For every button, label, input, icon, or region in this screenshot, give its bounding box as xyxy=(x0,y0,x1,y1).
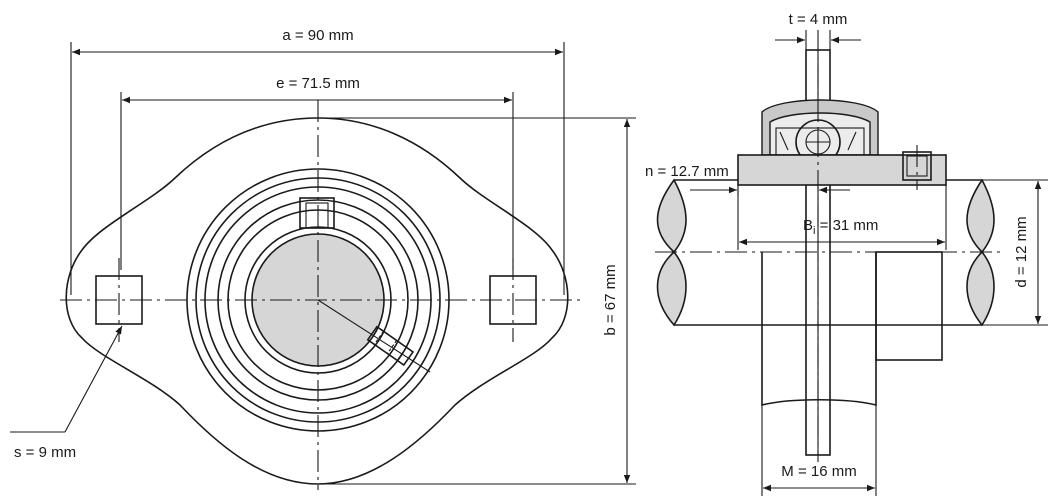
dimension-s-label: s = 9 mm xyxy=(14,444,76,461)
flange-outline xyxy=(65,117,569,485)
dimension-e-label: e = 71.5 mm xyxy=(276,75,360,92)
dimension-s: s = 9 mm xyxy=(10,325,123,461)
dimension-e: e = 71.5 mm xyxy=(120,75,514,270)
dimension-bi: Bi = 31 mm xyxy=(737,185,947,250)
side-view: t = 4 mm n = 12.7 mm Bi = 31 mm d = 12 m… xyxy=(645,11,1048,496)
insert-collar xyxy=(875,251,943,361)
dimension-a-label: a = 90 mm xyxy=(282,27,353,44)
dimension-t-label: t = 4 mm xyxy=(789,11,848,28)
dimension-d: d = 12 mm xyxy=(982,179,1048,326)
dimension-a: a = 90 mm xyxy=(70,27,565,295)
dimension-t: t = 4 mm xyxy=(775,11,861,50)
shaft-break-right xyxy=(966,178,995,254)
grease-nipple-inner xyxy=(305,202,329,229)
dimension-bi-label: Bi = 31 mm xyxy=(803,217,878,237)
dimension-n-label: n = 12.7 mm xyxy=(645,163,729,180)
dimension-m: M = 16 mm xyxy=(761,405,877,496)
front-view: a = 90 mm e = 71.5 mm b = 67 mm s = 9 mm xyxy=(10,27,636,490)
dimension-b: b = 67 mm xyxy=(318,117,636,485)
dimension-b-label: b = 67 mm xyxy=(602,264,619,335)
dimension-d-label: d = 12 mm xyxy=(1013,216,1030,287)
shaft-break-left xyxy=(656,178,687,254)
dimension-m-label: M = 16 mm xyxy=(781,463,856,480)
insert-body xyxy=(761,252,877,407)
set-screw xyxy=(366,325,415,367)
